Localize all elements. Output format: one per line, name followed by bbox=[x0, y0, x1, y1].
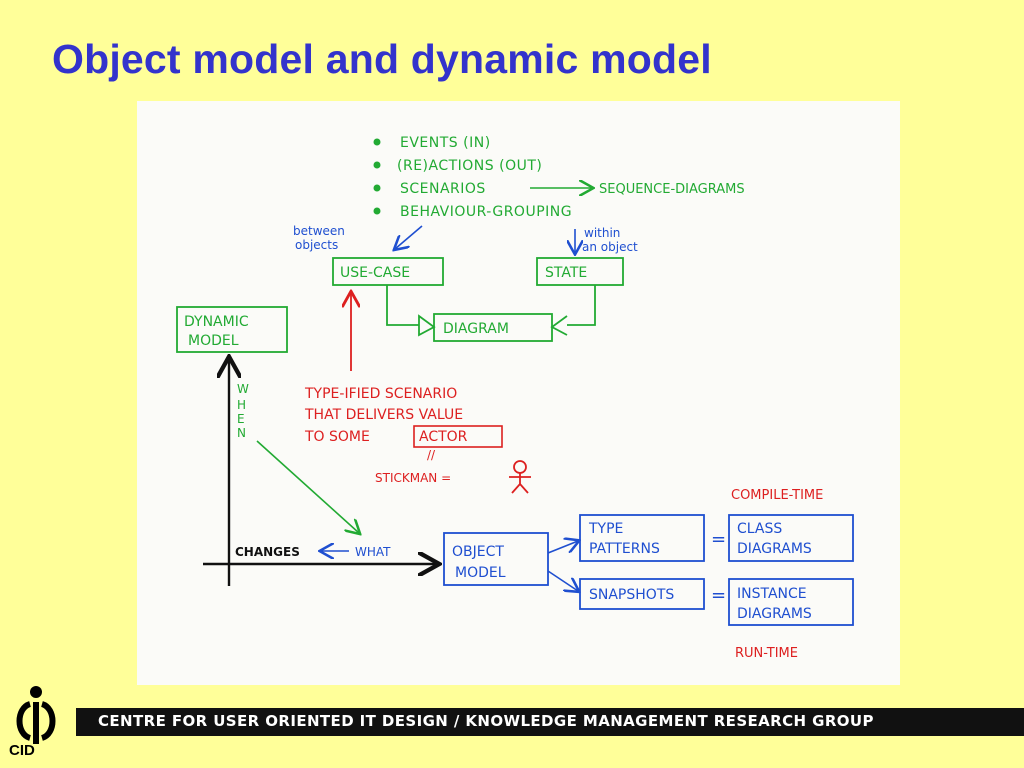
between-label-1: between bbox=[293, 224, 345, 238]
diagram-canvas: EVENTS (IN) (RE)ACTIONS (OUT) SCENARIOS … bbox=[176, 135, 854, 661]
object-to-snapshots-arrow bbox=[547, 570, 578, 591]
class-diagrams-box bbox=[728, 514, 854, 562]
use-case-connector bbox=[386, 285, 419, 326]
state-box bbox=[536, 257, 624, 286]
equals-sign-bottom: = bbox=[711, 585, 726, 606]
what-label: WHAT bbox=[355, 545, 391, 559]
bullet-list: EVENTS (IN) (RE)ACTIONS (OUT) SCENARIOS … bbox=[373, 135, 572, 220]
equals-sign-top: = bbox=[711, 529, 726, 550]
use-case-label: USE-CASE bbox=[340, 265, 410, 281]
bullet-dot bbox=[373, 184, 381, 192]
use-case-box bbox=[332, 257, 444, 286]
red-note-line-3: TO SOME bbox=[304, 429, 370, 445]
snapshots-box bbox=[579, 578, 705, 610]
footer-text: CENTRE FOR USER ORIENTED IT DESIGN / KNO… bbox=[98, 712, 874, 730]
when-what-arrow bbox=[256, 440, 359, 533]
actor-box bbox=[413, 425, 503, 448]
bullet-dot bbox=[373, 138, 381, 146]
diagram-left-arrowhead bbox=[418, 314, 436, 337]
bullet-events: EVENTS (IN) bbox=[400, 135, 491, 151]
when-letter: H bbox=[237, 398, 246, 412]
cid-logo-icon bbox=[16, 686, 56, 744]
within-label-2: an object bbox=[582, 240, 638, 254]
when-letter: N bbox=[237, 426, 246, 440]
instance-diagrams-label-1: INSTANCE bbox=[737, 586, 807, 602]
ditto-mark: // bbox=[427, 448, 436, 462]
instance-diagrams-box bbox=[728, 578, 854, 626]
bullet-reactions: (RE)ACTIONS (OUT) bbox=[397, 158, 542, 174]
object-to-type-arrow bbox=[547, 541, 578, 554]
dynamic-label-1: DYNAMIC bbox=[184, 314, 249, 330]
type-patterns-label-1: TYPE bbox=[588, 521, 623, 537]
slide-title: Object model and dynamic model bbox=[52, 36, 712, 82]
logo-text: CID bbox=[9, 742, 35, 759]
class-diagrams-label-2: DIAGRAMS bbox=[737, 541, 812, 557]
whiteboard-sketch: EVENTS (IN) (RE)ACTIONS (OUT) SCENARIOS … bbox=[137, 101, 900, 685]
diagram-right-arrowhead bbox=[550, 315, 568, 336]
stickman-label: STICKMAN = bbox=[375, 471, 451, 485]
when-letter: E bbox=[237, 412, 245, 426]
run-time-label: RUN-TIME bbox=[735, 646, 798, 661]
snapshots-label: SNAPSHOTS bbox=[589, 587, 674, 603]
red-note-line-2: THAT DELIVERS VALUE bbox=[304, 407, 463, 423]
changes-label: CHANGES bbox=[235, 545, 300, 559]
dynamic-label-2: MODEL bbox=[188, 333, 239, 349]
actor-label: ACTOR bbox=[419, 429, 468, 445]
within-label-1: within bbox=[584, 226, 620, 240]
between-label-2: objects bbox=[295, 238, 338, 252]
bullet-behaviour: BEHAVIOUR-GROUPING bbox=[400, 204, 572, 220]
state-connector bbox=[567, 285, 596, 326]
diagram-label: DIAGRAM bbox=[443, 321, 509, 337]
bullet-dot bbox=[373, 161, 381, 169]
object-model-box bbox=[443, 532, 549, 586]
when-letter: W bbox=[237, 382, 249, 396]
class-diagrams-label-1: CLASS bbox=[737, 521, 782, 537]
bullet-dot bbox=[373, 207, 381, 215]
between-arrow bbox=[395, 225, 423, 249]
stickman-figure bbox=[509, 460, 531, 494]
state-label: STATE bbox=[545, 265, 587, 281]
instance-diagrams-label-2: DIAGRAMS bbox=[737, 606, 812, 622]
type-patterns-label-2: PATTERNS bbox=[589, 541, 660, 557]
object-model-label-1: OBJECT bbox=[452, 544, 504, 560]
bullet-scenarios: SCENARIOS bbox=[400, 181, 486, 197]
object-model-label-2: MODEL bbox=[455, 565, 506, 581]
sequence-diagrams-label: SEQUENCE-DIAGRAMS bbox=[599, 182, 745, 197]
red-note-line-1: TYPE-IFIED SCENARIO bbox=[304, 386, 457, 402]
compile-time-label: COMPILE-TIME bbox=[731, 488, 823, 503]
footer-bar bbox=[76, 708, 1024, 736]
dynamic-model-box bbox=[176, 306, 288, 353]
